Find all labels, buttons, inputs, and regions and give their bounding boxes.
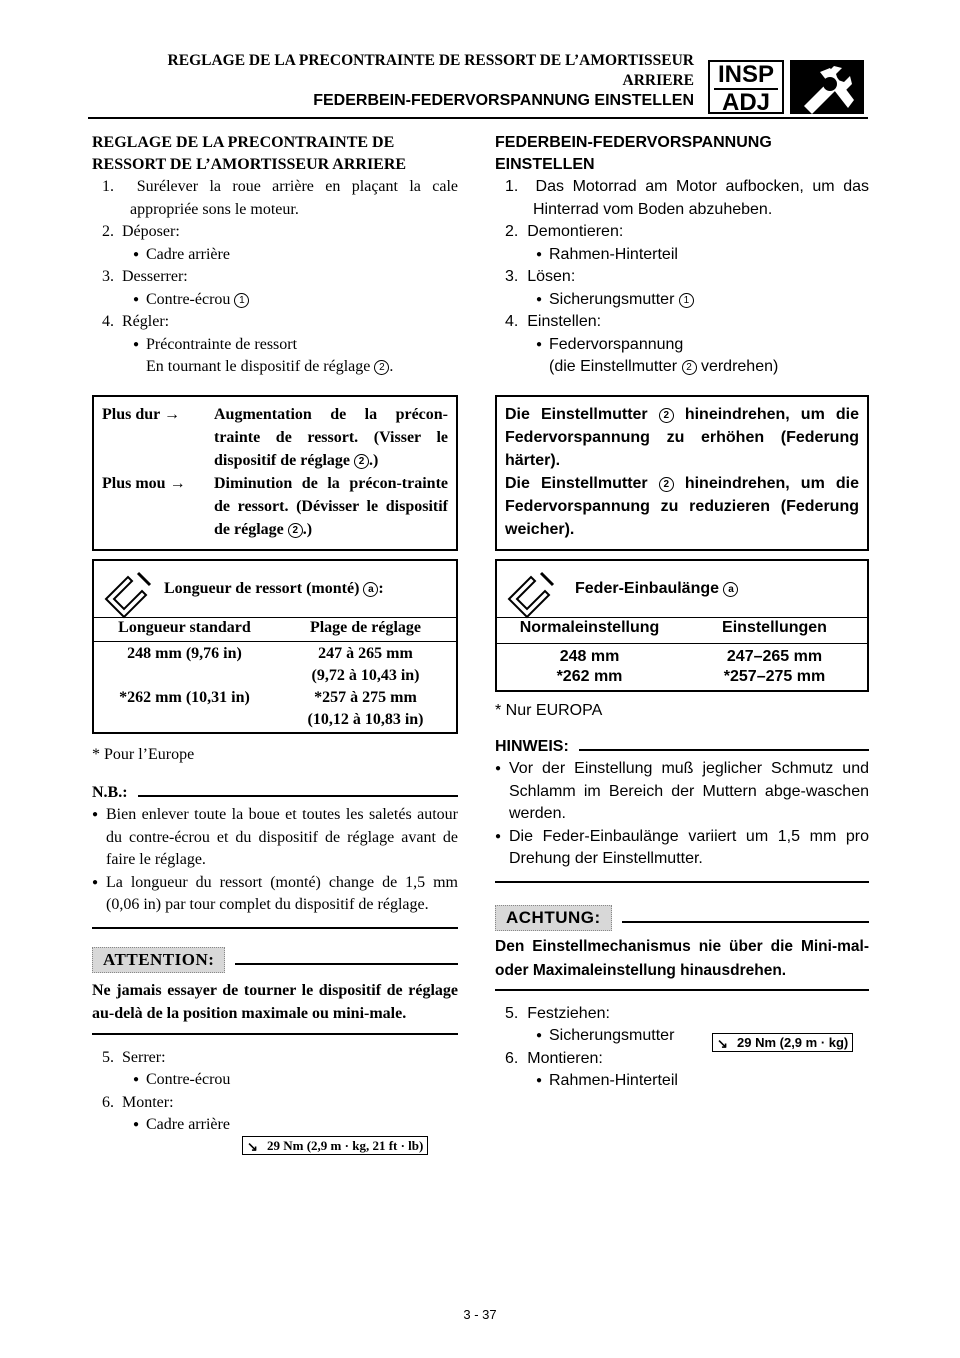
de-note-bullet-1: ●Vor der Einstellung muß jeglicher Schmu…	[495, 760, 869, 822]
de-footnote: * Nur EUROPA	[495, 701, 603, 719]
de-title-line2: EINSTELLEN	[495, 156, 595, 173]
de-title-line1: FEDERBEIN-FEDERVORSPANNUNG	[495, 134, 772, 151]
fr-attention-header: ATTENTION:	[92, 946, 458, 973]
de-spec-title: Feder-Einbaulänge a	[497, 561, 867, 617]
de-attention-text: Den Einstellmechanismus nie über die Min…	[495, 937, 869, 979]
fr-step-1: 1. Surélever la roue arrière en plaçant …	[102, 178, 459, 218]
fr-spec-title: Longueur de ressort (monté) a:	[164, 579, 384, 597]
fr-step-2-bullet: Cadre arrière	[92, 244, 458, 267]
torque-wrench-icon: ↘	[247, 1139, 258, 1154]
de-step-6-bullet: Rahmen-Hinterteil	[495, 1070, 869, 1093]
de-step-5: 5. Festziehen:	[505, 1004, 610, 1022]
de-harder-text: Die Einstellmutter 2 hineindrehen, um di…	[505, 405, 859, 469]
fr-harder-row: Plus dur → Augmentation de la précon-tra…	[102, 405, 448, 469]
fr-adjust-box: Plus dur → Augmentation de la précon-tra…	[92, 394, 458, 551]
fr-step-4-sub: En tournant le dispositif de réglage 2.	[146, 358, 394, 375]
de-column: FEDERBEIN-FEDERVORSPANNUNG EINSTELLEN 1.…	[495, 132, 869, 1093]
de-step-5-bullet: Sicherungsmutter	[495, 1025, 869, 1048]
insp-adj-badge: INSP ADJ	[708, 60, 784, 116]
fr-note-rule	[92, 926, 458, 929]
badge-divider	[714, 88, 778, 90]
fr-step-6: 6. Monter:	[102, 1093, 174, 1111]
badge-adj: ADJ	[721, 89, 770, 116]
fr-title-line2: RESSORT DE L’AMORTISSEUR ARRIERE	[92, 156, 407, 173]
de-spec-box: Feder-Einbaulänge a Normaleinstellung Ei…	[495, 558, 869, 692]
torque-wrench-icon: ↘	[717, 1036, 728, 1051]
de-attention-badge: ACHTUNG:	[495, 904, 612, 931]
fr-step-4-bullet: Précontrainte de ressort	[92, 334, 458, 357]
de-note-bullet-2: ●Die Feder-Einbaulänge variiert um 1,5 m…	[495, 827, 869, 868]
fr-title-line1: REGLAGE DE LA PRECONTRAINTE DE	[92, 134, 395, 151]
de-step-2: 2. Demontieren:	[505, 223, 624, 240]
callout-2: 2	[374, 360, 390, 375]
fr-note-title: N.B.:	[92, 784, 458, 802]
de-step-1: 1. Das Motorrad am Motor aufbocken, um d…	[505, 178, 869, 218]
fr-step-3-bullet: Contre-écrou 1	[92, 289, 458, 312]
fr-step-5-bullet: Contre-écrou	[92, 1069, 458, 1092]
caliper-icon	[104, 571, 152, 618]
de-step-2-bullet: Rahmen-Hinterteil	[495, 244, 869, 267]
de-step-4: 4. Einstellen:	[505, 313, 602, 330]
fr-footnote: * Pour l’Europe	[92, 745, 195, 763]
caliper-icon	[507, 571, 555, 618]
fr-column: REGLAGE DE LA PRECONTRAINTE DE RESSORT D…	[92, 132, 458, 1137]
fr-step-3: 3. Desserrer:	[102, 268, 188, 285]
de-step-3: 3. Lösen:	[505, 268, 576, 285]
badge-insp: INSP	[717, 61, 774, 88]
de-spec-table: Normaleinstellung Einstellungen 248 mm*2…	[497, 616, 867, 690]
de-note-title: HINWEIS:	[495, 738, 869, 756]
de-torque-spec: ↘29 Nm (2,9 m · kg)	[712, 1033, 854, 1052]
fr-torque-spec: ↘29 Nm (2,9 m · kg, 21 ft · lb)	[242, 1136, 429, 1155]
fr-attention-rule	[92, 1032, 458, 1035]
de-step-4-bullet: Federvorspannung	[495, 334, 869, 357]
de-step-4-sub: (die Einstellmutter 2 verdrehen)	[549, 358, 779, 375]
de-note-rule	[495, 880, 869, 883]
callout-1: 1	[234, 292, 250, 308]
de-attention-header: ACHTUNG:	[495, 904, 869, 931]
fr-spec-table: Longueur standard Plage de réglage 248 m…	[94, 616, 456, 732]
header-title-fr-cont: ARRIERE	[622, 72, 694, 89]
fr-attention-badge: ATTENTION:	[92, 946, 226, 973]
header-rule	[88, 117, 868, 119]
tools-icon	[790, 60, 864, 114]
fr-step-2: 2. Déposer:	[102, 223, 180, 240]
de-adjust-box: Die Einstellmutter 2 hineindrehen, um di…	[495, 394, 869, 551]
page-number: 3 - 37	[463, 1307, 497, 1322]
de-softer-text: Die Einstellmutter 2 hineindrehen, um di…	[505, 474, 859, 538]
fr-note-bullet-2: ●La longueur du ressort (monté) change d…	[92, 873, 458, 914]
fr-step-4: 4. Régler:	[102, 313, 170, 330]
fr-step-6-bullet: Cadre arrière	[92, 1114, 458, 1137]
de-attention-rule	[495, 988, 869, 991]
de-step-6: 6. Montieren:	[505, 1049, 603, 1067]
fr-note-bullet-1: ●Bien enlever toute la boue et toutes le…	[92, 806, 458, 868]
fr-attention-text: Ne jamais essayer de tourner le disposit…	[92, 981, 458, 1022]
fr-step-5: 5. Serrer:	[102, 1048, 166, 1066]
header-title-fr: REGLAGE DE LA PRECONTRAINTE DE RESSORT D…	[167, 52, 694, 69]
fr-spec-box: Longueur de ressort (monté) a: Longueur …	[92, 558, 458, 734]
de-step-3-bullet: Sicherungsmutter 1	[495, 289, 869, 312]
fr-softer-row: Plus mou → Diminution de la précon-train…	[102, 474, 448, 538]
header-title-de: FEDERBEIN-FEDERVORSPANNUNG EINSTELLEN	[313, 92, 694, 109]
